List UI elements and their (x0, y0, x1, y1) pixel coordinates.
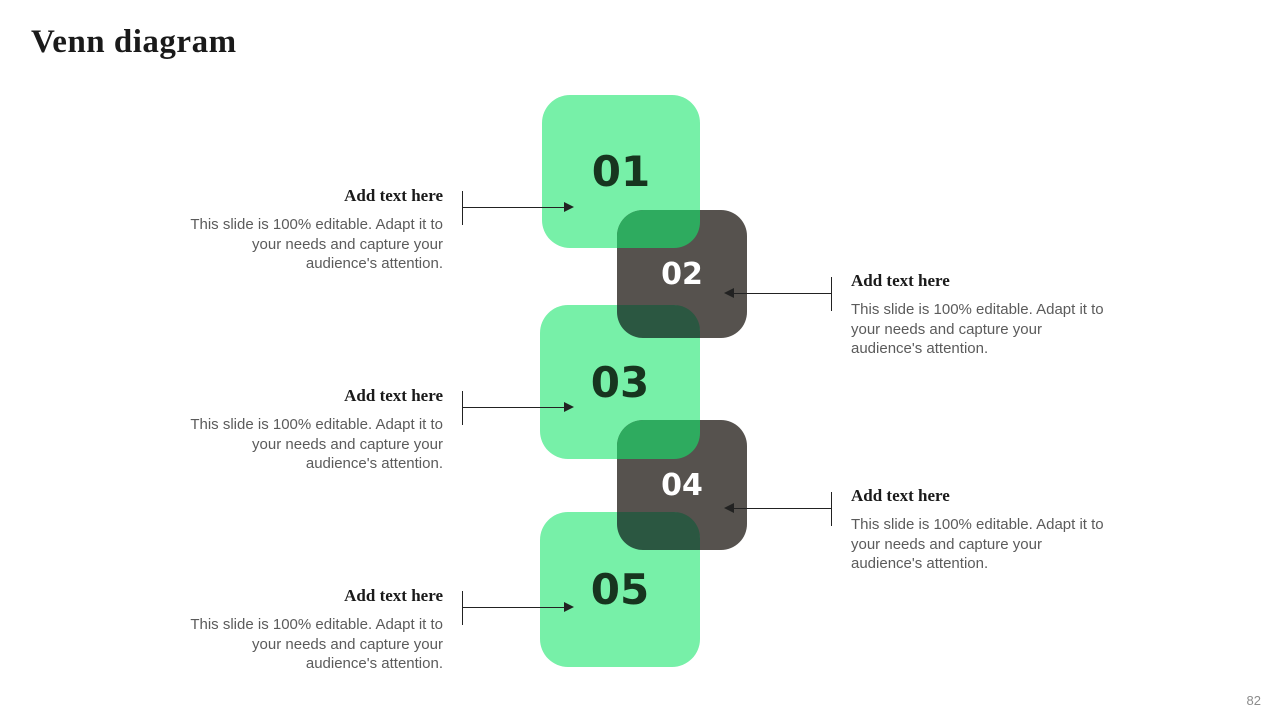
arrow-right-icon (564, 602, 574, 612)
connector-line (462, 407, 564, 408)
connector-right-04 (724, 492, 832, 526)
venn-number-01: 01 (591, 147, 651, 196)
connector-tick (831, 277, 832, 311)
page-title: Venn diagram (31, 24, 237, 60)
connector-line (734, 293, 832, 294)
page-number: 82 (1246, 693, 1261, 708)
arrow-right-icon (564, 402, 574, 412)
venn-overlap-04-05 (617, 512, 700, 550)
callout-body: This slide is 100% editable. Adapt it to… (851, 516, 1104, 572)
connector-line (462, 607, 564, 608)
venn-overlap-02-03 (617, 305, 700, 338)
connector-line (734, 508, 832, 509)
arrow-left-icon (724, 503, 734, 513)
connector-left-01 (462, 191, 574, 225)
connector-right-02 (724, 277, 832, 311)
venn-number-05: 05 (590, 565, 650, 614)
arrow-left-icon (724, 288, 734, 298)
callout-right-04: Add text here This slide is 100% editabl… (851, 486, 1109, 574)
connector-tick (831, 492, 832, 526)
connector-left-05 (462, 591, 574, 625)
callout-title: Add text here (344, 386, 443, 405)
callout-left-01: Add text here This slide is 100% editabl… (185, 186, 443, 274)
callout-title: Add text here (344, 586, 443, 605)
callout-title: Add text here (344, 186, 443, 205)
callout-body: This slide is 100% editable. Adapt it to… (190, 416, 443, 472)
venn-overlap-03-04 (617, 420, 700, 459)
connector-left-03 (462, 391, 574, 425)
callout-title: Add text here (851, 271, 950, 290)
callout-title: Add text here (851, 486, 950, 505)
connector-tick (462, 591, 463, 625)
venn-number-04: 04 (661, 467, 703, 503)
venn-number-03: 03 (590, 357, 650, 407)
venn-number-02: 02 (661, 256, 703, 292)
arrow-right-icon (564, 202, 574, 212)
callout-body: This slide is 100% editable. Adapt it to… (190, 616, 443, 672)
callout-left-05: Add text here This slide is 100% editabl… (185, 586, 443, 674)
callout-left-03: Add text here This slide is 100% editabl… (185, 386, 443, 474)
connector-tick (462, 191, 463, 225)
venn-overlap-01-02 (617, 210, 700, 248)
callout-right-02: Add text here This slide is 100% editabl… (851, 271, 1109, 359)
callout-body: This slide is 100% editable. Adapt it to… (190, 216, 443, 272)
connector-line (462, 207, 564, 208)
connector-tick (462, 391, 463, 425)
callout-body: This slide is 100% editable. Adapt it to… (851, 301, 1104, 357)
